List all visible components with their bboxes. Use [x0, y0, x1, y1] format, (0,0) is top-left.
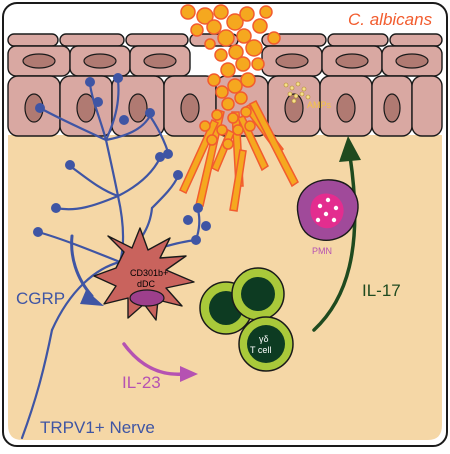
dc-label-line1: CD301b+: [130, 268, 168, 278]
tcell-label-line2: T cell: [250, 345, 271, 355]
amp-granules: [283, 81, 311, 104]
dc-label-line2: dDC: [137, 279, 156, 289]
gamma-delta-t-cells: [199, 267, 294, 372]
il17-arrow: [312, 136, 361, 332]
il23-label: IL-23: [122, 373, 161, 392]
granular-layer: [7, 45, 443, 77]
pmn-label: PMN: [312, 246, 332, 256]
dc-nucleus: [129, 289, 165, 307]
cd301b-dendritic-cell: [93, 227, 195, 321]
candida-label: C. albicans: [348, 10, 433, 29]
candida-albicans: [179, 4, 299, 212]
yeast-cells: [180, 4, 281, 150]
neutrophil: [296, 179, 359, 241]
basal-layer: [7, 75, 443, 137]
amps-label: AMPs: [307, 100, 332, 110]
hyphae: [179, 99, 299, 212]
epidermis: [7, 33, 443, 137]
nerve-endings: [33, 73, 211, 245]
nerve-label: TRPV1+ Nerve: [40, 418, 155, 437]
cgrp-arrow: [70, 234, 104, 306]
tcell-label-line1: γδ: [259, 334, 269, 344]
cgrp-label: CGRP: [16, 289, 65, 308]
il23-arrow: [122, 342, 198, 382]
il17-label: IL-17: [362, 281, 401, 300]
